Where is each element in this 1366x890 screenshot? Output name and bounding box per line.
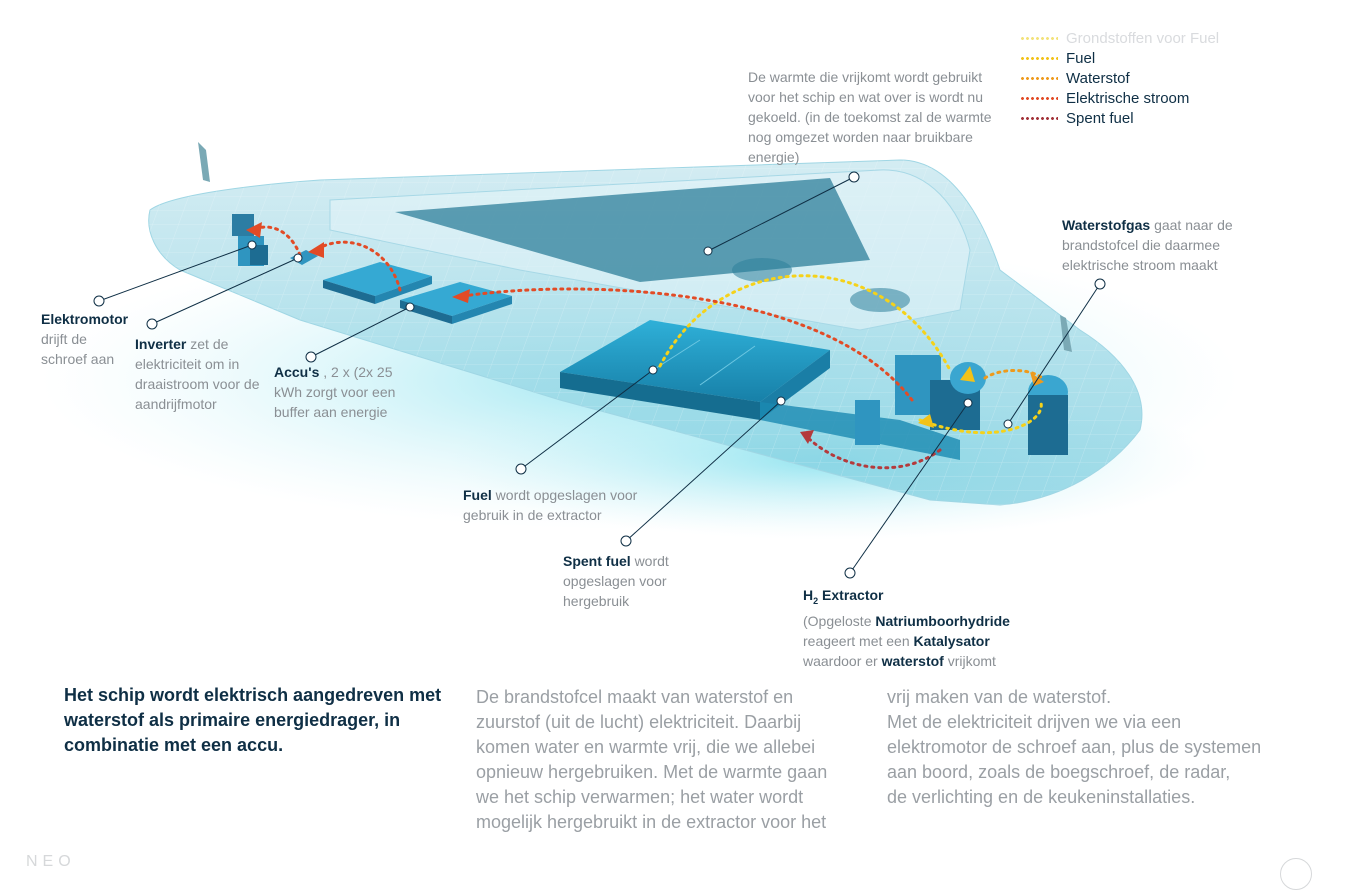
- arrowhead: [918, 414, 934, 428]
- paragraph-line: we het schip verwarmen; het water wordt: [476, 787, 804, 807]
- legend-swatch: [1020, 96, 1058, 100]
- legend-label: Grondstoffen voor Fuel: [1066, 29, 1220, 47]
- callout-inverter-text: zet de elektriciteit om in draaistroom v…: [135, 336, 260, 412]
- ship-illustration: [40, 142, 1240, 579]
- paragraph-line: mogelijk hergebruikt in de extractor voo…: [476, 812, 827, 832]
- callout-motor-text: drijft de schroef aan: [41, 331, 115, 367]
- flow-spent: [803, 433, 942, 470]
- footer-page-marker: [1280, 858, 1312, 890]
- legend-item: Spent fuel: [1020, 108, 1219, 128]
- callout-spent-text: wordt opgeslagen voor hergebruik: [563, 553, 669, 609]
- arrowhead: [246, 222, 262, 238]
- lead-paragraph: Het schip wordt elektrisch aangedreven m…: [64, 685, 442, 755]
- callout-extractor-title: H2 Extractor: [803, 587, 884, 606]
- legend-item: Waterstof: [1020, 68, 1219, 88]
- callout-motor-title: Elektromotor: [41, 311, 129, 327]
- paragraph-line: vrij maken van de waterstof.: [887, 687, 1112, 707]
- callout-accu-text: , 2 x (2x 25 kWh zorgt voor een buffer a…: [274, 364, 396, 420]
- callout-accu: Accu's , 2 x (2x 25 kWh zorgt voor een b…: [274, 362, 414, 422]
- flow-fuel: [658, 274, 952, 372]
- paragraph-line: zuurstof (uit de lucht) elektriciteit. D…: [476, 712, 802, 732]
- callout-fuel-title: Fuel: [463, 487, 492, 503]
- callout-accu-title: Accu's: [274, 364, 320, 380]
- bow-mast: [198, 142, 210, 182]
- flow-electric: [456, 287, 914, 402]
- flow-electric-2: [313, 240, 402, 292]
- legend-label: Waterstof: [1066, 69, 1130, 87]
- fuel-tanks: [560, 320, 960, 460]
- callout-hydrogen-title: Waterstofgas: [1062, 217, 1151, 233]
- paragraph-line: de verlichting en de keukeninstallaties.: [887, 787, 1196, 807]
- legend-swatch: [1020, 36, 1058, 40]
- flow-hydrogen: [983, 369, 1044, 380]
- legend-label: Fuel: [1066, 49, 1096, 67]
- paragraph-line: elektromotor de schroef aan, plus de sys…: [887, 737, 1262, 757]
- callout-inverter: Inverter zet de elektriciteit om in draa…: [135, 334, 260, 414]
- legend-item: Fuel: [1020, 48, 1219, 68]
- callout-motor: Elektromotor drijft de schroef aan: [41, 309, 131, 369]
- arrowhead: [800, 430, 814, 444]
- legend-label: Elektrische stroom: [1066, 89, 1190, 107]
- stern-mast: [1060, 315, 1072, 352]
- paragraph-line: De brandstofcel maakt van waterstof en: [476, 687, 794, 707]
- legend-swatch: [1020, 116, 1058, 120]
- legend-item: Grondstoffen voor Fuel: [1020, 28, 1219, 48]
- callout-hydrogen-text: gaat naar de brandstofcel die daarmee el…: [1062, 217, 1233, 273]
- callout-heat: De warmte die vrijkomt wordt gebruikt vo…: [748, 69, 992, 165]
- solar-panel: [395, 178, 870, 282]
- footer-logo: NEO: [26, 853, 76, 870]
- callout-fuel-text: wordt opgeslagen voor gebruik in de extr…: [463, 487, 638, 523]
- legend-label: Spent fuel: [1066, 109, 1134, 127]
- flow-fuel-lower: [918, 398, 1043, 435]
- body-column-3: vrij maken van de waterstof. Met de elekt…: [887, 685, 1307, 810]
- arrowhead: [960, 366, 975, 382]
- leader-lines: [93, 171, 1106, 579]
- accu-shapes: [323, 262, 512, 324]
- paragraph-line: komen water en warmte vrij, die we alleb…: [476, 737, 816, 757]
- callout-extractor: H2 Extractor (Opgeloste Natriumboorhydri…: [803, 585, 1053, 671]
- paragraph-line: opnieuw hergebruiken. Met de warmte gaan: [476, 762, 828, 782]
- callout-inverter-title: Inverter: [135, 336, 187, 352]
- arrowhead: [452, 289, 470, 303]
- callout-spent-title: Spent fuel: [563, 553, 631, 569]
- body-column-2: De brandstofcel maakt van waterstof en zu…: [476, 685, 871, 835]
- legend-item: Elektrische stroom: [1020, 88, 1219, 108]
- callout-spent-fuel: Spent fuel wordt opgeslagen voor hergebr…: [563, 551, 703, 611]
- legend-swatch: [1020, 76, 1058, 80]
- hatch: [850, 288, 910, 312]
- legend-swatch: [1020, 56, 1058, 60]
- callout-fuel: Fuel wordt opgeslagen voor gebruik in de…: [463, 485, 638, 525]
- callout-hydrogen: Waterstofgas gaat naar de brandstofcel d…: [1062, 215, 1272, 275]
- hatch: [732, 258, 792, 282]
- arrowhead: [308, 242, 324, 258]
- paragraph-line: Met de elektriciteit drijven we via een: [887, 712, 1182, 732]
- paragraph-line: aan boord, zoals de boegschroef, de rada…: [887, 762, 1231, 782]
